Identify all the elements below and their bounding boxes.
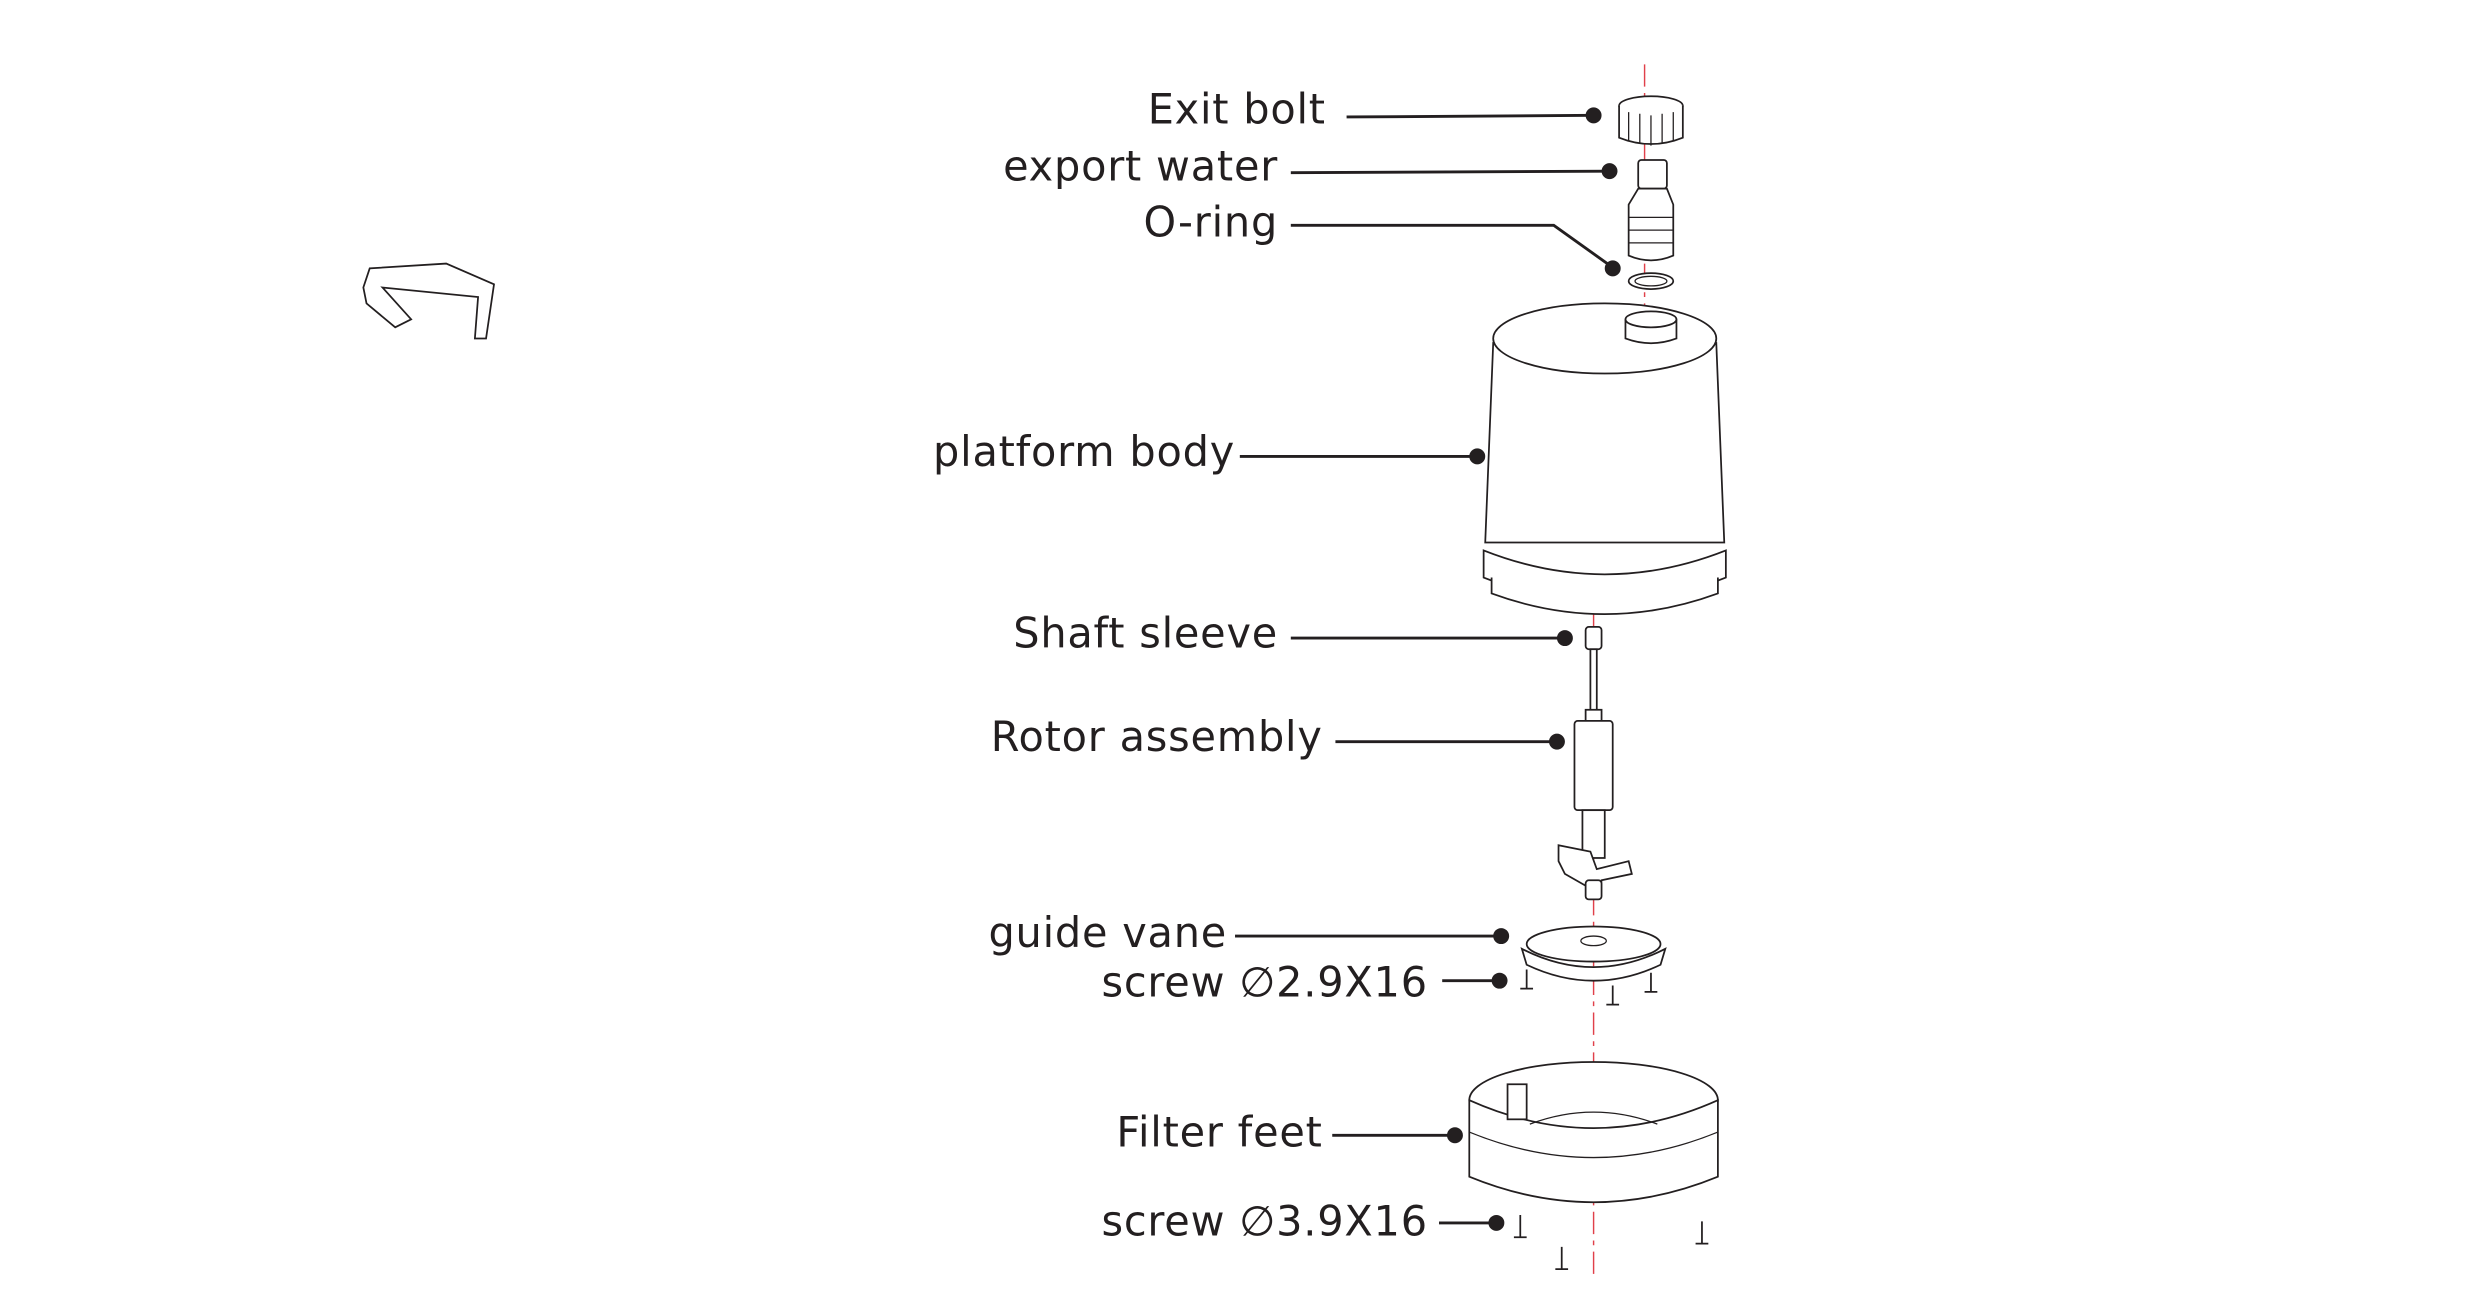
callout-platform-body: platform body	[933, 428, 1486, 476]
callout-screw-small: screw ∅2.9X16	[1101, 959, 1508, 1007]
label-screw-large: screw ∅3.9X16	[1101, 1198, 1427, 1246]
callout-shaft-sleeve: Shaft sleeve	[1013, 610, 1573, 658]
filter-feet-part	[1468, 1061, 1719, 1203]
callout-rotor-assembly: Rotor assembly	[991, 713, 1565, 761]
label-export-water: export water	[1003, 143, 1278, 191]
label-guide-vane: guide vane	[988, 909, 1227, 957]
callout-guide-vane: guide vane	[988, 909, 1510, 957]
guide-vane-part	[1520, 925, 1667, 982]
callout-exit-bolt: Exit bolt	[1148, 85, 1602, 133]
large-screws-part	[1513, 1214, 1709, 1271]
platform-body-part	[362, 262, 1727, 616]
export-water-part	[1627, 159, 1675, 262]
label-exit-bolt: Exit bolt	[1148, 85, 1326, 133]
callout-export-water: export water	[1003, 143, 1618, 191]
label-screw-small: screw ∅2.9X16	[1101, 959, 1427, 1007]
o-ring-part	[1627, 272, 1675, 290]
label-filter-feet: Filter feet	[1116, 1108, 1322, 1156]
callout-screw-large: screw ∅3.9X16	[1101, 1198, 1505, 1246]
callout-o-ring: O-ring	[1143, 198, 1621, 277]
label-rotor-assembly: Rotor assembly	[991, 713, 1323, 761]
label-shaft-sleeve: Shaft sleeve	[1013, 610, 1278, 658]
label-o-ring: O-ring	[1143, 198, 1278, 246]
exit-bolt-part	[1618, 95, 1684, 146]
shaft-sleeve-part	[1584, 626, 1603, 714]
callout-filter-feet: Filter feet	[1116, 1108, 1463, 1156]
rotor-assembly-part	[1557, 708, 1633, 901]
small-screws-part	[1520, 969, 1658, 1006]
label-platform-body: platform body	[933, 428, 1235, 476]
